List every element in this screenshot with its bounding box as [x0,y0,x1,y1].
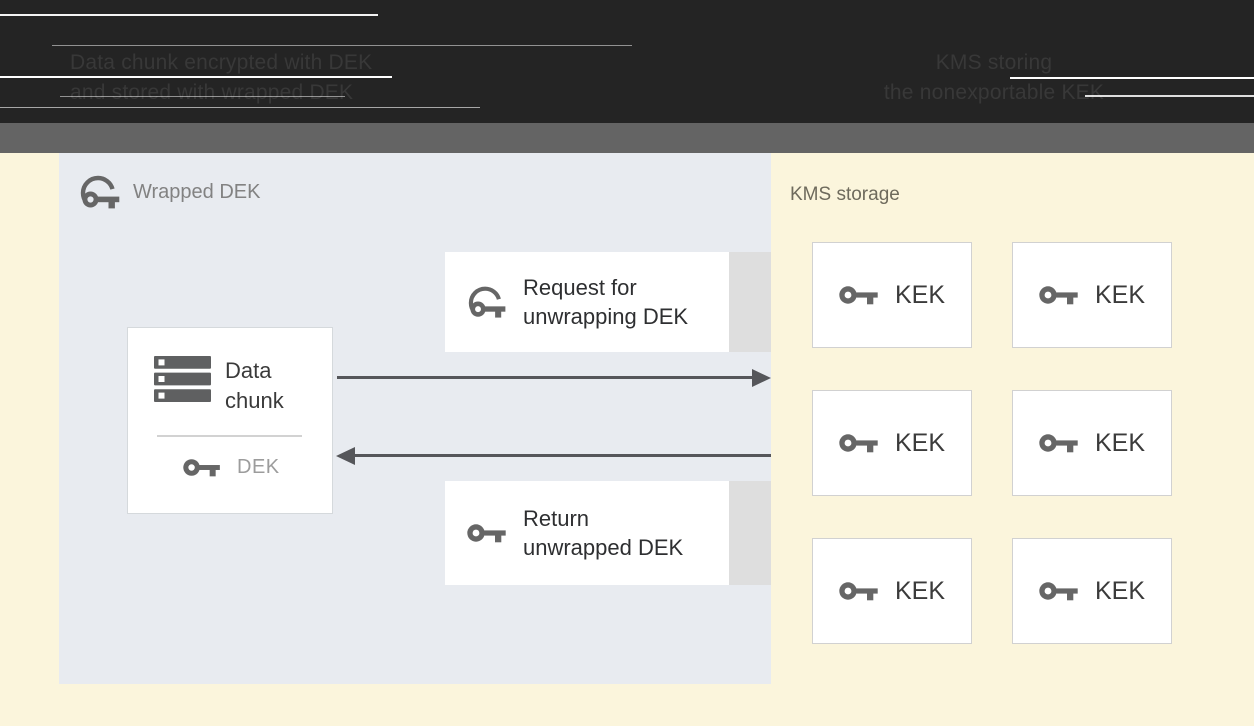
request-unwrap-box: Request for unwrapping DEK [445,252,729,352]
kek-label: KEK [1094,576,1146,605]
kek-box: KEK [812,390,972,496]
right-caption: KMS storing the nonexportable KEK [868,48,1120,108]
kek-box: KEK [812,538,972,644]
wrapped-dek-label-text: Wrapped DEK [133,180,261,203]
return-arrow-head [336,447,355,465]
left-caption-line2: and stored with wrapped DEK [70,81,354,104]
kms-storage-label: KMS storage [790,184,900,205]
request-arrow-line [337,376,754,379]
kek-label: KEK [1094,428,1146,457]
server-stack-icon [154,356,211,402]
left-caption: Data chunk encrypted with DEK and stored… [70,48,372,108]
right-caption-line2: the nonexportable KEK [883,81,1105,104]
return-unwrapped-box: Return unwrapped DEK [445,481,729,585]
request-arrow-head [752,369,771,387]
request-box-tab [729,252,771,352]
return-box-tab [729,481,771,585]
kek-box: KEK [812,242,972,348]
wrapped-key-icon [79,172,123,212]
wrapped-dek-label: Wrapped DEK [79,172,260,212]
data-chunk-box: Data chunk DEK [127,327,333,514]
glitch-line [1085,95,1254,97]
right-caption-line1: KMS storing [935,51,1053,74]
kek-box: KEK [1012,390,1172,496]
return-unwrapped-label: Return unwrapped DEK [523,506,684,560]
key-icon [1039,430,1081,456]
glitch-line [60,96,345,97]
key-icon [839,430,881,456]
key-icon [839,282,881,308]
glitch-line [52,45,632,46]
kek-label: KEK [894,428,946,457]
key-icon [1039,282,1081,308]
key-icon [839,578,881,604]
left-caption-line1: Data chunk encrypted with DEK [70,51,373,74]
return-arrow-line [354,454,771,457]
key-icon [183,455,223,480]
kek-label: KEK [1094,280,1146,309]
kek-label: KEK [894,576,946,605]
box-divider [157,435,302,437]
glitch-line [0,76,392,78]
kek-label: KEK [894,280,946,309]
key-icon [1039,578,1081,604]
data-chunk-title: Data chunk [225,358,284,413]
wrapped-key-icon [467,283,509,321]
dek-label: DEK [237,456,280,478]
glitch-line [0,107,480,108]
header-band: Data chunk encrypted with DEK and stored… [0,0,1254,123]
kek-box: KEK [1012,242,1172,348]
glitch-line [1010,77,1254,79]
header-divider-strip [0,123,1254,153]
key-icon [467,520,509,546]
request-unwrap-label: Request for unwrapping DEK [523,275,689,329]
glitch-line [0,14,378,16]
kek-box: KEK [1012,538,1172,644]
